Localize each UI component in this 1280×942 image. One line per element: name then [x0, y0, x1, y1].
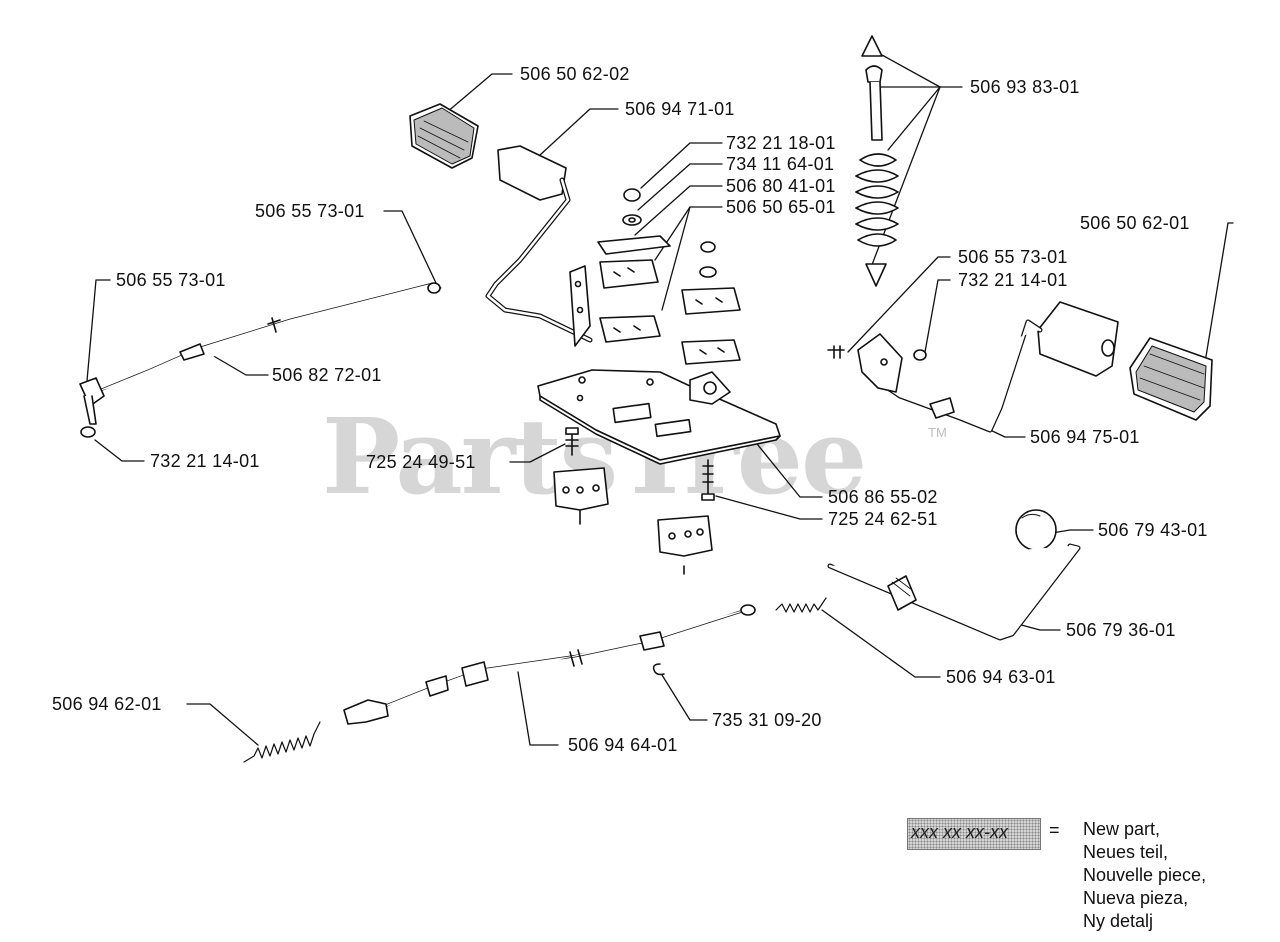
small-nut-right [827, 345, 927, 361]
screw-725-24-62 [701, 459, 715, 501]
part-label[interactable]: 506 94 75-01 [1030, 427, 1140, 447]
part-label[interactable]: 725 24 49-51 [366, 452, 476, 472]
legend-swatch [907, 818, 1041, 850]
leader-lines [85, 54, 1234, 746]
part-label[interactable]: 732 21 18-01 [726, 133, 836, 153]
part-label[interactable]: 506 55 73-01 [958, 247, 1068, 267]
part-label[interactable]: 506 79 43-01 [1098, 520, 1208, 540]
part-label[interactable]: 725 24 62-51 [828, 509, 938, 529]
legend-line-en: New part, [1083, 819, 1161, 839]
legend-text: New part, Neues teil, Nouvelle piece, Nu… [1083, 818, 1206, 933]
legend-equals: = [1049, 820, 1060, 840]
nut-stack [597, 188, 671, 343]
part-label[interactable]: 506 94 63-01 [946, 667, 1056, 687]
pivot-bracket [569, 265, 591, 347]
part-label[interactable]: 506 94 64-01 [568, 735, 678, 755]
legend-line-de: Neues teil, [1083, 842, 1169, 862]
part-label[interactable]: 506 55 73-01 [255, 201, 365, 221]
mounting-plate [537, 369, 781, 465]
part-label[interactable]: 732 21 14-01 [150, 451, 260, 471]
part-label[interactable]: 506 50 62-02 [520, 64, 630, 84]
part-label[interactable]: 734 11 64-01 [726, 154, 835, 174]
pedal-pad-right [1129, 337, 1213, 421]
part-label[interactable]: 735 31 09-20 [712, 710, 822, 730]
spring-right [775, 597, 827, 613]
cable-bottom [343, 604, 756, 725]
pedal-arm-right [857, 301, 1119, 433]
spring-left [243, 721, 321, 763]
part-label[interactable]: 506 80 41-01 [726, 176, 836, 196]
nut-stack-right [681, 241, 741, 365]
legend-line-fr: Nouvelle piece, [1083, 865, 1207, 885]
clip-735-31-09 [652, 663, 665, 676]
clamp-block-lower-right [657, 515, 713, 575]
pedal-pad-left [409, 103, 479, 169]
spring-assembly [855, 35, 899, 287]
cable-left [79, 282, 442, 438]
part-label[interactable]: 732 21 14-01 [958, 270, 1068, 290]
clamp-block-lower-left [553, 467, 609, 525]
part-label[interactable]: 506 79 36-01 [1066, 620, 1176, 640]
legend-code: xxx xx xx-xx [911, 822, 1008, 842]
knob [1015, 509, 1057, 551]
part-label[interactable]: 506 55 73-01 [116, 270, 226, 290]
part-label[interactable]: 506 50 65-01 [726, 197, 836, 217]
legend-line-sv: Ny detalj [1083, 911, 1154, 931]
part-label[interactable]: 506 94 71-01 [625, 99, 735, 119]
part-label[interactable]: 506 94 62-01 [52, 694, 162, 714]
trademark-mark: TM [928, 425, 947, 440]
part-label[interactable]: 506 93 83-01 [970, 77, 1080, 97]
screw-725-24-49 [565, 427, 579, 456]
part-label[interactable]: 506 82 72-01 [272, 365, 382, 385]
part-label[interactable]: 506 86 55-02 [828, 487, 938, 507]
legend-line-es: Nueva pieza, [1083, 888, 1189, 908]
shift-rod [827, 543, 1081, 641]
part-label[interactable]: 506 50 62-01 [1080, 213, 1190, 233]
pedal-arm-left [485, 145, 593, 343]
